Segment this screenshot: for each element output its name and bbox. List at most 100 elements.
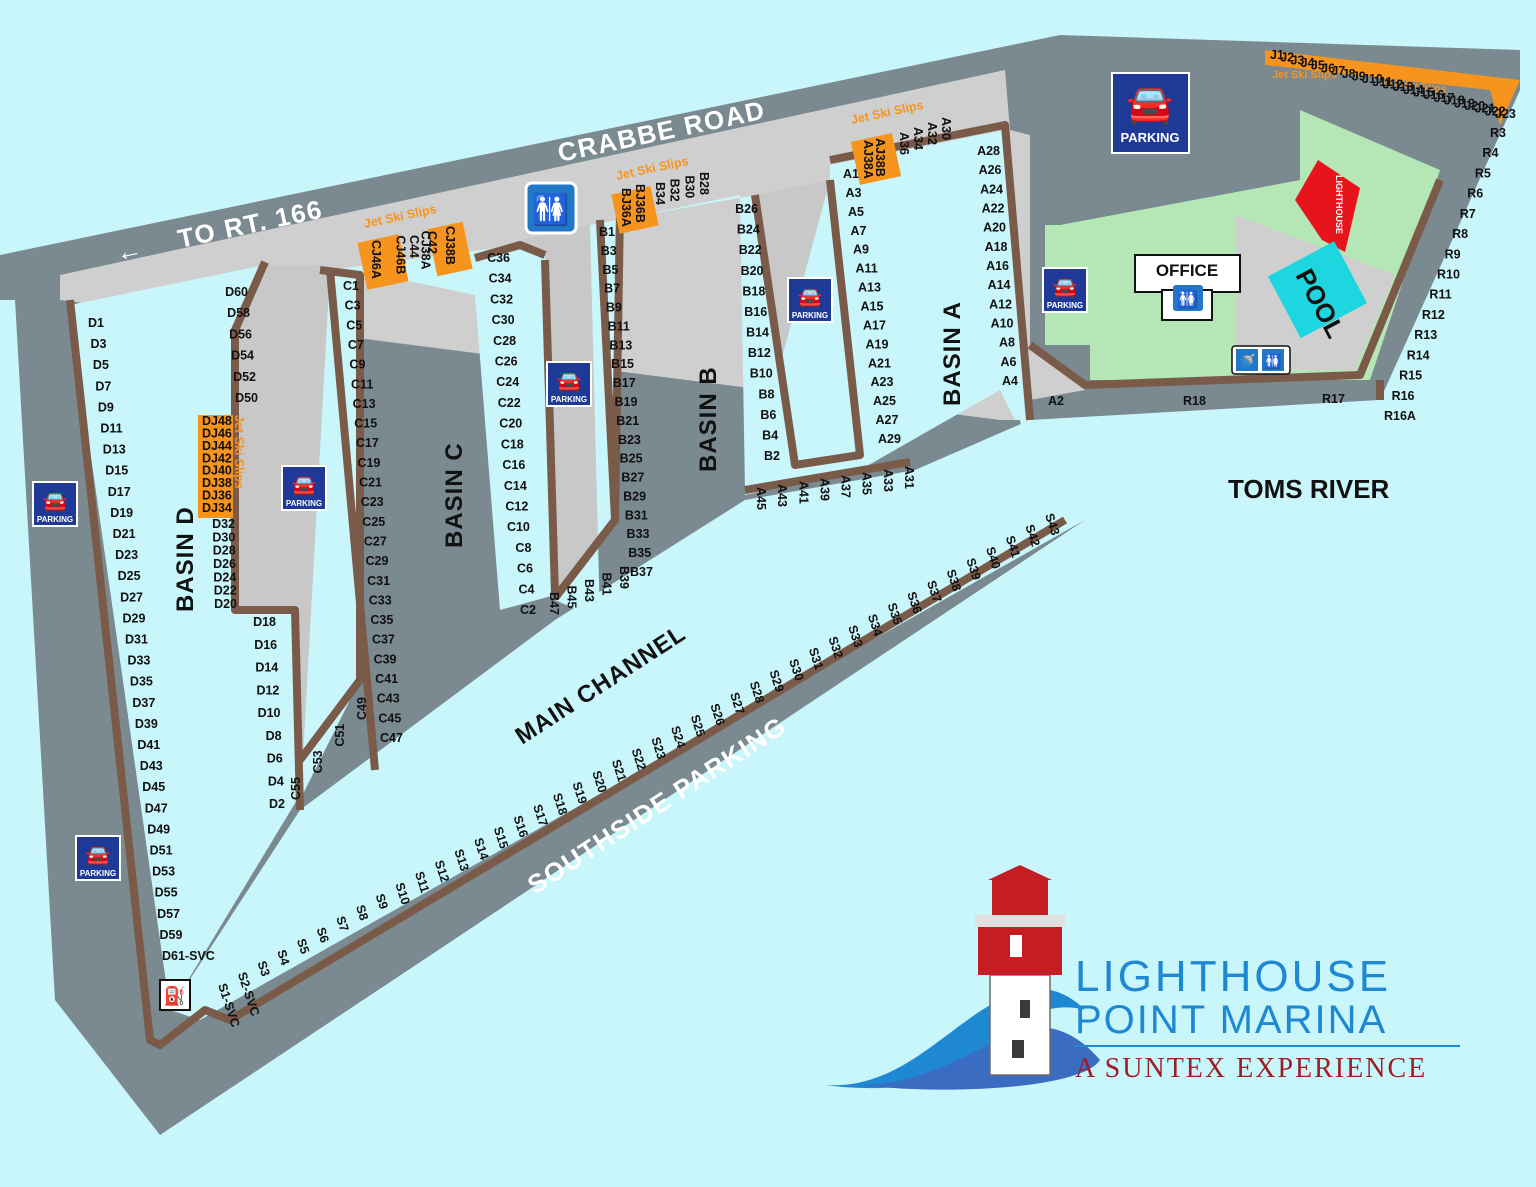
slip-label: J19 (1454, 96, 1475, 110)
shower-icon: 🚿 (1238, 353, 1255, 370)
slip-label: D30 (212, 530, 235, 544)
slip-label: DJ48 (202, 414, 232, 428)
slip-label: A17 (863, 318, 886, 332)
slip-label: J15 (1413, 86, 1434, 100)
slip-label: B20 (741, 264, 764, 278)
slip-label: S18 (550, 791, 570, 817)
parking-label: PARKING (1121, 130, 1180, 145)
slip-label: D12 (256, 683, 279, 697)
slip-label: R8 (1452, 227, 1468, 241)
logo-lighthouse-icon (825, 865, 1100, 1090)
slip-label: A9 (853, 243, 869, 257)
slip-label: S34 (865, 612, 885, 638)
slip-label: C53 (311, 750, 325, 773)
slip-label: B43 (582, 579, 596, 602)
slip-label: A21 (868, 356, 891, 370)
logo-rule (1075, 1045, 1460, 1047)
slip-label: S39 (963, 556, 983, 582)
lot-basin-c (520, 225, 615, 595)
slip-label: B35 (628, 546, 651, 560)
office-label: OFFICE (1156, 261, 1218, 280)
slip-label: B10 (750, 367, 773, 381)
slip-label: C22 (498, 396, 521, 410)
slip-label: D53 (152, 865, 175, 879)
slip-label: J10 (1362, 72, 1383, 86)
slip-label: J20 (1464, 99, 1485, 113)
slip-label: A11 (856, 262, 878, 276)
slip-label: B39 (617, 566, 631, 589)
slip-label: A25 (873, 394, 896, 408)
slip-label: S5 (294, 937, 312, 956)
slip-label: CJ46A (369, 240, 383, 279)
car-icon: 🚘 (292, 475, 317, 497)
slip-label: DJ42 (202, 451, 232, 465)
slip-label: D23 (115, 548, 138, 562)
slip-label: A39 (817, 478, 831, 501)
slip-label: C44 (407, 235, 421, 258)
car-icon: 🚘 (86, 845, 111, 867)
slip-label: B5 (602, 263, 618, 277)
slip-label: D49 (147, 822, 170, 836)
slip-label: C15 (354, 417, 377, 431)
slip-label: C49 (355, 697, 369, 720)
parking-sign-5: 🚘PARKING (787, 277, 833, 323)
parking-label: PARKING (37, 515, 73, 524)
jetski-label-j1: Jet Ski Slips (1272, 69, 1337, 81)
slip-label: C8 (515, 541, 531, 555)
slip-label: A33 (881, 469, 895, 492)
slip-label: C3 (345, 299, 361, 313)
slip-label: C32 (490, 292, 513, 306)
slip-label: D41 (137, 738, 160, 752)
slip-label: D29 (123, 611, 146, 625)
slip-label: BJ36B (633, 184, 647, 223)
slip-label: B32 (668, 179, 682, 202)
slip-label: C12 (505, 499, 528, 513)
slip-label: B4 (762, 428, 778, 442)
slip-label: S6 (314, 926, 332, 945)
slip-label: C43 (377, 692, 400, 706)
slip-label: J13 (1393, 80, 1414, 94)
slip-label: A24 (980, 182, 1003, 196)
slip-label: A28 (977, 144, 1000, 158)
dock-c-left (326, 269, 379, 771)
slip-label: C19 (357, 456, 380, 470)
slip-label: B18 (742, 284, 765, 298)
slip-label: J3 (1290, 53, 1304, 67)
slip-label: C6 (517, 562, 533, 576)
slip-label: D54 (231, 349, 254, 363)
service-station: ⛽ (159, 979, 191, 1011)
slip-label: DJ40 (202, 464, 232, 478)
slip-label: A19 (866, 337, 889, 351)
parking-label: PARKING (80, 869, 116, 878)
slip-label: A36 (897, 132, 911, 155)
slip-label: A32 (925, 122, 939, 145)
slip-label: B17 (613, 376, 636, 390)
slip-label: A31 (902, 466, 916, 489)
slip-label: S35 (885, 601, 905, 627)
slip-label: D26 (213, 557, 236, 571)
water-basin-d (70, 265, 300, 1010)
slip-label: CJ38A (418, 231, 432, 270)
slip-label: AJ38A (861, 140, 875, 179)
slip-label: A41 (796, 481, 810, 504)
slip-label: C17 (356, 436, 379, 450)
lighthouse-building: LIGHTHOUSE (1295, 160, 1360, 252)
slip-label: D58 (227, 306, 250, 320)
slip-label: S7 (333, 914, 351, 933)
slip-label: J14 (1403, 83, 1424, 97)
basin-a-label: BASIN A (939, 301, 966, 406)
slip-label: A6 (1001, 355, 1017, 369)
slip-label: C25 (362, 515, 385, 529)
slip-label: R15 (1399, 369, 1422, 383)
slip-label: D24 (213, 570, 236, 584)
slip-label: J21 (1475, 102, 1496, 116)
slip-label: B7 (604, 282, 620, 296)
slip-label: C39 (374, 652, 397, 666)
slip-label: J22 (1485, 104, 1506, 118)
parking-label: PARKING (1047, 301, 1083, 310)
slip-label: A14 (988, 278, 1011, 292)
slip-label: B24 (737, 223, 760, 237)
slip-label: C55 (289, 777, 303, 800)
slip-label: A5 (848, 205, 864, 219)
slip-label: A37 (839, 475, 853, 498)
